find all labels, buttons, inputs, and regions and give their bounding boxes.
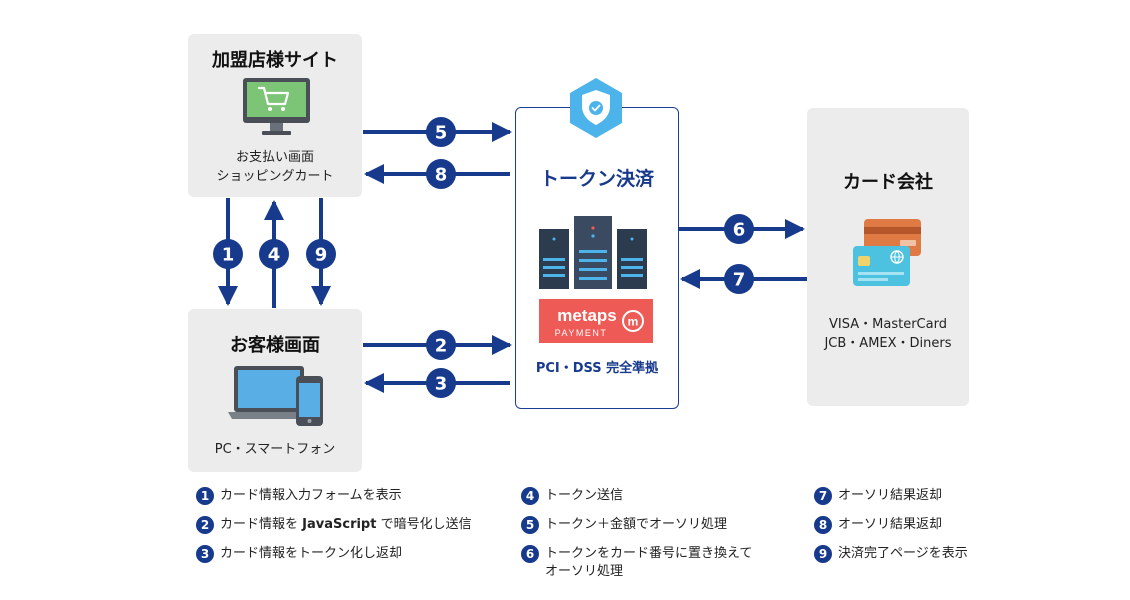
svg-text:4: 4: [268, 245, 281, 266]
legend-number-7: 7: [814, 487, 832, 505]
legend-text-2: カード情報を JavaScript で暗号化し送信: [220, 517, 472, 532]
legend-text-9: 決済完了ページを表示: [838, 546, 968, 561]
svg-text:2: 2: [435, 336, 448, 357]
legend-text-6: トークンをカード番号に置き換えてオーソリ処理: [545, 546, 753, 579]
legend-number-1: 1: [196, 487, 214, 505]
metaps-logo-text: metaps: [557, 306, 617, 325]
step-badge-8: 8: [426, 159, 456, 189]
legend-item-9: 9 決済完了ページを表示: [814, 545, 968, 563]
merchant-site-caption-1: お支払い画面: [235, 150, 314, 165]
legend-number-8: 8: [814, 516, 832, 534]
laptop-phone-icon: [228, 366, 323, 426]
legend-text-7: オーソリ結果返却: [838, 488, 943, 503]
javascript-keyword: JavaScript: [302, 517, 377, 532]
step-badge-9: 9: [306, 239, 336, 269]
legend-item-4: 4 トークン送信: [521, 487, 623, 505]
legend-text-3: カード情報をトークン化し返却: [220, 546, 403, 561]
shield-check-icon: [570, 78, 622, 138]
payment-logo-text: PAYMENT: [555, 328, 608, 338]
merchant-site-title: 加盟店様サイト: [212, 50, 338, 71]
legend-item-5: 5 トークン＋金額でオーソリ処理: [521, 516, 727, 534]
legend-number-6: 6: [521, 545, 539, 563]
credit-card-icon: [853, 219, 921, 286]
merchant-site-caption-2: ショッピングカート: [216, 169, 334, 184]
legend-text-4: トークン送信: [545, 488, 624, 503]
legend-text-5: トークン＋金額でオーソリ処理: [545, 517, 728, 532]
legend-number-3: 3: [196, 545, 214, 563]
customer-screen-box: お客様画面 PC・スマートフォン: [188, 309, 362, 472]
legend-number-5: 5: [521, 516, 539, 534]
svg-text:7: 7: [733, 270, 746, 291]
legend-text-1: カード情報入力フォームを表示: [220, 488, 402, 503]
legend-item-3: 3 カード情報をトークン化し返却: [196, 545, 402, 563]
step-badge-2: 2: [426, 330, 456, 360]
svg-text:9: 9: [315, 245, 328, 266]
legend-item-8: 8 オーソリ結果返却: [814, 516, 942, 534]
legend-item-1: 1 カード情報入力フォームを表示: [196, 487, 402, 505]
svg-text:5: 5: [435, 123, 448, 144]
step-badge-1: 1: [213, 239, 243, 269]
customer-screen-title: お客様画面: [230, 335, 320, 356]
pci-dss-label: PCI・DSS 完全準拠: [535, 361, 659, 376]
server-rack-icon: [539, 216, 647, 289]
legend-number-9: 9: [814, 545, 832, 563]
metaps-payment-logo: metaps PAYMENT m: [539, 299, 653, 343]
customer-screen-caption: PC・スマートフォン: [214, 442, 336, 457]
step-badge-5: 5: [426, 117, 456, 147]
step-badge-6: 6: [724, 214, 754, 244]
metaps-logo-mark: m: [628, 315, 639, 329]
legend-number-2: 2: [196, 516, 214, 534]
svg-text:8: 8: [435, 165, 448, 186]
legend-number-4: 4: [521, 487, 539, 505]
svg-text:6: 6: [733, 220, 746, 241]
step-badge-4: 4: [259, 239, 289, 269]
legend-item-7: 7 オーソリ結果返却: [814, 487, 942, 505]
card-brands-line-1: VISA・MasterCard: [829, 317, 947, 332]
monitor-cart-icon: [243, 78, 310, 135]
step-badge-7: 7: [724, 264, 754, 294]
legend-item-2: 2 カード情報を JavaScript で暗号化し送信: [196, 516, 472, 534]
svg-text:3: 3: [435, 374, 448, 395]
legend-item-6: 6 トークンをカード番号に置き換えてオーソリ処理: [521, 545, 752, 581]
svg-text:1: 1: [222, 245, 235, 266]
token-payment-title: トークン決済: [539, 168, 654, 190]
legend-text-8: オーソリ結果返却: [838, 517, 943, 532]
merchant-site-box: 加盟店様サイト お支払い画面 ショッピングカート: [188, 34, 362, 197]
card-company-title: カード会社: [843, 172, 933, 193]
step-badge-3: 3: [426, 368, 456, 398]
card-brands-line-2: JCB・AMEX・Diners: [824, 336, 952, 351]
